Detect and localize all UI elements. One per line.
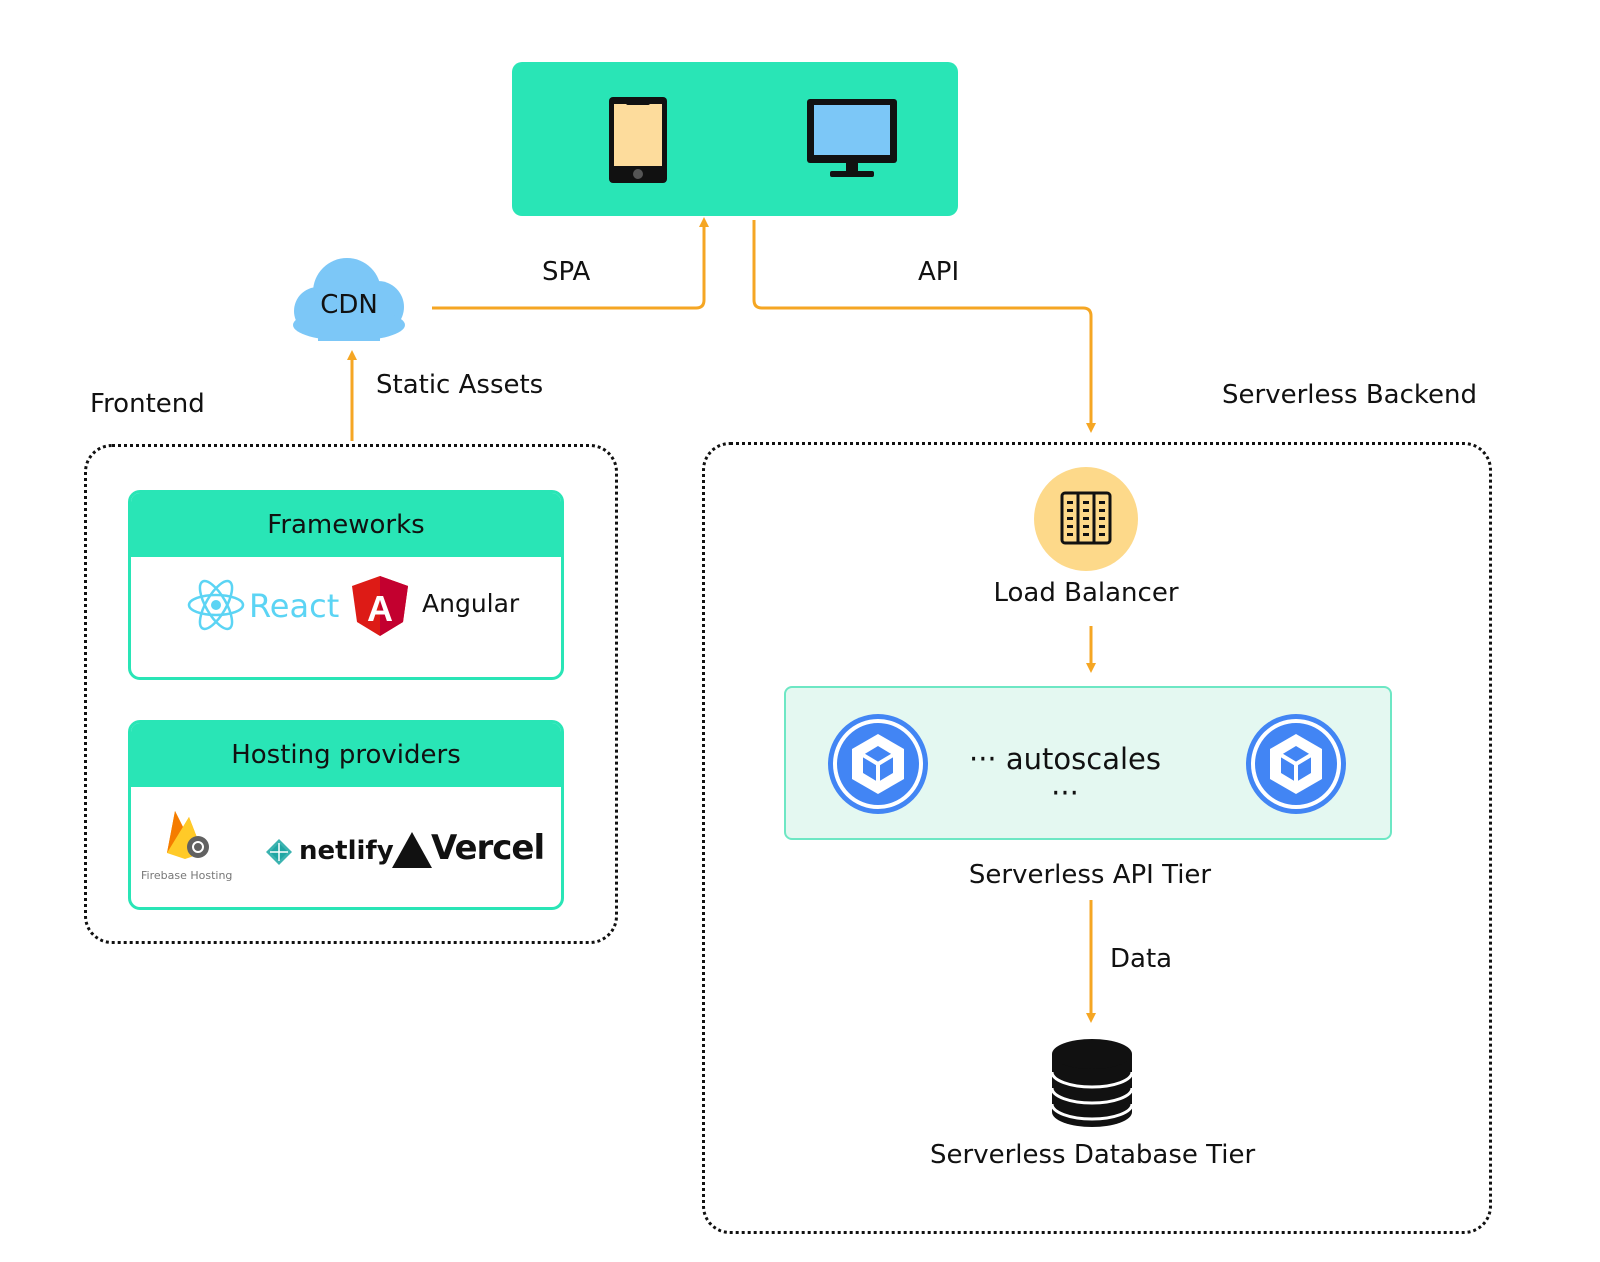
frontend-group bbox=[84, 444, 618, 944]
netlify-logo-icon bbox=[266, 839, 292, 865]
netlify-label: netlify bbox=[299, 836, 394, 866]
autoscales-label: ··· autoscales ··· bbox=[969, 742, 1161, 810]
load-balancer-node bbox=[1034, 467, 1138, 571]
api-tier-label: Serverless API Tier bbox=[968, 860, 1212, 890]
server-rack-icon bbox=[1060, 491, 1112, 545]
angular-logo-icon: A bbox=[352, 576, 408, 636]
angular-label: Angular bbox=[422, 589, 520, 618]
mobile-phone-icon bbox=[609, 97, 667, 183]
hosting-card: Hosting providers Firebase Hosting netli… bbox=[128, 720, 564, 910]
spa-arrow bbox=[432, 217, 709, 310]
api-arrow bbox=[752, 220, 1096, 433]
client-devices-bar bbox=[512, 62, 958, 216]
react-label: React bbox=[249, 587, 340, 625]
react-logo-icon bbox=[187, 579, 245, 631]
data-label: Data bbox=[1110, 944, 1173, 974]
api-label: API bbox=[918, 257, 960, 287]
cdn-label: CDN bbox=[320, 290, 378, 320]
backend-group bbox=[702, 442, 1492, 1234]
backend-title: Serverless Backend bbox=[1222, 380, 1478, 410]
hosting-title: Hosting providers bbox=[131, 723, 561, 787]
database-tier-label: Serverless Database Tier bbox=[930, 1140, 1256, 1170]
firebase-logo-icon bbox=[167, 811, 209, 859]
firebase-hosting-label: Firebase Hosting bbox=[141, 869, 233, 882]
cdn-cloud-icon bbox=[293, 258, 405, 341]
angular-logo-letter: A bbox=[367, 588, 393, 629]
frameworks-title: Frameworks bbox=[131, 493, 561, 557]
cloud-run-right-icon bbox=[1246, 714, 1346, 814]
static-assets-label: Static Assets bbox=[376, 370, 544, 400]
vercel-label: Vercel bbox=[431, 828, 545, 868]
load-balancer-label: Load Balancer bbox=[993, 578, 1179, 608]
frontend-title: Frontend bbox=[90, 389, 205, 419]
vercel-logo-icon bbox=[392, 832, 432, 868]
cloud-run-left-icon bbox=[828, 714, 928, 814]
desktop-monitor-icon bbox=[807, 99, 897, 177]
spa-label: SPA bbox=[542, 257, 591, 287]
frameworks-card: Frameworks React A Angular bbox=[128, 490, 564, 680]
database-icon bbox=[1050, 1039, 1134, 1127]
